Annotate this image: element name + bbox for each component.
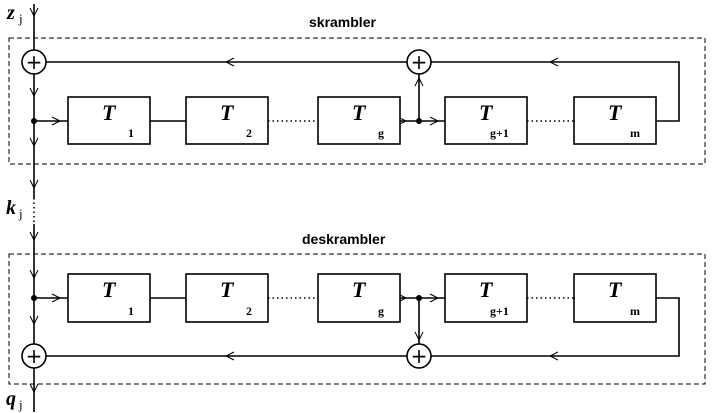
descrambler-register-2: T 2 [185,273,269,323]
scrambler-junction-g [416,118,422,124]
scrambler-register-g-plus-1: T g+1 [444,96,528,145]
descrambler-junction-g [416,295,422,301]
descrambler-title: deskrambler [302,231,386,247]
arrow-down-descrambler-1 [29,231,39,242]
register-index: g [378,126,384,140]
register-label: T [608,100,623,125]
register-label: T [352,100,367,125]
scrambler-register-2: T 2 [185,96,269,145]
adder-symbol: + [26,344,43,368]
register-index: g [378,304,384,318]
register-label: T [220,100,235,125]
scrambler-junction-input [31,118,37,124]
arrow-right-scrambler-g1 [429,116,440,126]
arrow-down-descrambler-tap [414,331,424,342]
register-label: T [608,277,623,302]
arrow-down-scrambler-2 [29,137,39,148]
scrambler-title: skrambler [309,14,376,30]
scrambler-register-g: T g [317,96,401,145]
descrambler-register-1: T 1 [67,273,151,323]
arrow-down-descrambler-2 [29,269,39,280]
scrambler-feedback-loop [431,61,680,122]
arrow-left-scrambler-2 [224,57,235,67]
register-label: T [102,100,117,125]
signal-zj: z j [6,2,23,26]
signal-kj: k j [6,197,23,221]
arrow-left-descrambler-2 [224,351,235,361]
adder-descrambler-output: + [21,343,47,369]
arrow-down-output [29,383,39,394]
arrow-down-input [29,7,39,18]
adder-symbol: + [26,50,43,74]
arrow-right-descrambler-g1 [429,293,440,303]
arrow-right-scrambler-t1 [51,116,62,126]
register-index: 1 [128,126,134,140]
adder-scrambler-feedback: + [406,49,432,75]
register-label: T [220,277,235,302]
adder-descrambler-feedback: + [406,343,432,369]
scrambler-register-m: T m [573,96,657,145]
register-index: m [630,126,640,140]
register-index: 2 [246,304,252,318]
descrambler-register-g-plus-1: T g+1 [444,273,528,323]
adder-symbol: + [411,344,428,368]
scrambler-frame [8,37,706,165]
signal-zj-main: z [6,2,15,24]
scrambler-register-1: T 1 [67,96,151,145]
signal-qj: q j [6,388,23,412]
descrambler-feedback-loop [431,297,680,357]
register-label: T [102,277,117,302]
adder-symbol: + [411,50,428,74]
descrambler-frame [8,253,706,385]
signal-qj-main: q [6,388,16,410]
signal-zj-sub: j [18,11,23,26]
register-label: T [479,100,494,125]
adder-scrambler-input: + [21,49,47,75]
signal-qj-sub: j [18,397,23,412]
flow-arrows [29,7,559,394]
register-index: 2 [246,126,252,140]
register-index: g+1 [490,126,509,140]
signal-kj-sub: j [18,206,23,221]
register-index: m [630,304,640,318]
descrambler-junction-input [31,295,37,301]
arrow-up-scrambler-tap [414,76,424,87]
arrow-right-descrambler-t1 [51,293,62,303]
arrow-down-descrambler-3 [29,315,39,326]
register-label: T [479,277,494,302]
descrambler-register-g: T g [317,273,401,323]
arrow-down-scrambler-1 [29,87,39,98]
arrow-left-descrambler-1 [548,351,559,361]
register-index: 1 [128,304,134,318]
register-label: T [352,277,367,302]
arrow-left-scrambler-1 [548,57,559,67]
descrambler-register-m: T m [573,273,657,323]
signal-kj-main: k [6,197,16,219]
arrow-down-scrambler-3 [29,179,39,190]
register-index: g+1 [490,304,509,318]
